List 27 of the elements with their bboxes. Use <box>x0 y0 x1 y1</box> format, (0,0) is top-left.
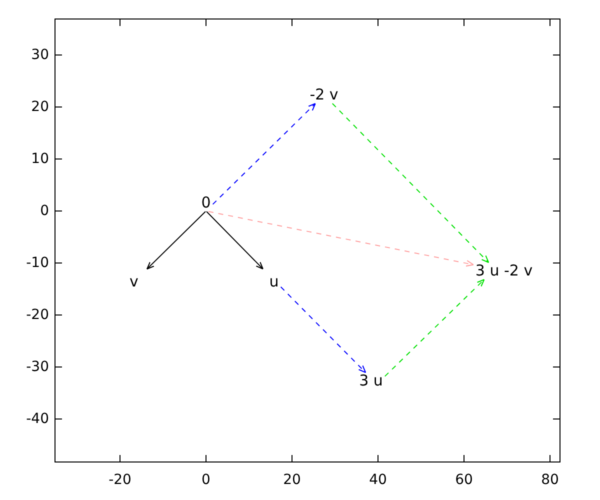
axis-tick-label: 10 <box>31 151 49 167</box>
axis-tick-label: 40 <box>369 472 387 488</box>
vector-arrow <box>206 211 264 270</box>
vector-arrow <box>280 286 366 374</box>
point-label: 3 u <box>358 374 384 388</box>
axis-tick-label: 80 <box>541 472 559 488</box>
axis-tick-label: 20 <box>283 472 301 488</box>
axis-tick-label: 20 <box>31 99 49 115</box>
point-label: 3 u -2 v <box>474 264 534 278</box>
axis-tick-label: 0 <box>40 203 49 219</box>
point-label: 0 <box>200 196 212 210</box>
vector-arrow <box>384 278 485 377</box>
axis-tick-label: -40 <box>26 411 49 427</box>
point-label: v <box>128 274 140 290</box>
vector-arrow <box>146 211 206 270</box>
point-label: -2 v <box>308 88 340 102</box>
vector-arrow <box>208 211 474 267</box>
vector-arrow <box>212 102 316 205</box>
axis-tick-label: -20 <box>26 307 49 323</box>
axis-tick-label: 60 <box>455 472 473 488</box>
axis-tick-label: 0 <box>202 472 210 488</box>
point-label: u <box>268 274 280 290</box>
vector-arrow <box>332 103 490 264</box>
axis-tick-label: -30 <box>26 359 49 375</box>
axis-tick-label: -10 <box>26 255 49 271</box>
axis-tick-label: 30 <box>31 47 49 63</box>
axis-tick-label: -20 <box>108 472 132 488</box>
